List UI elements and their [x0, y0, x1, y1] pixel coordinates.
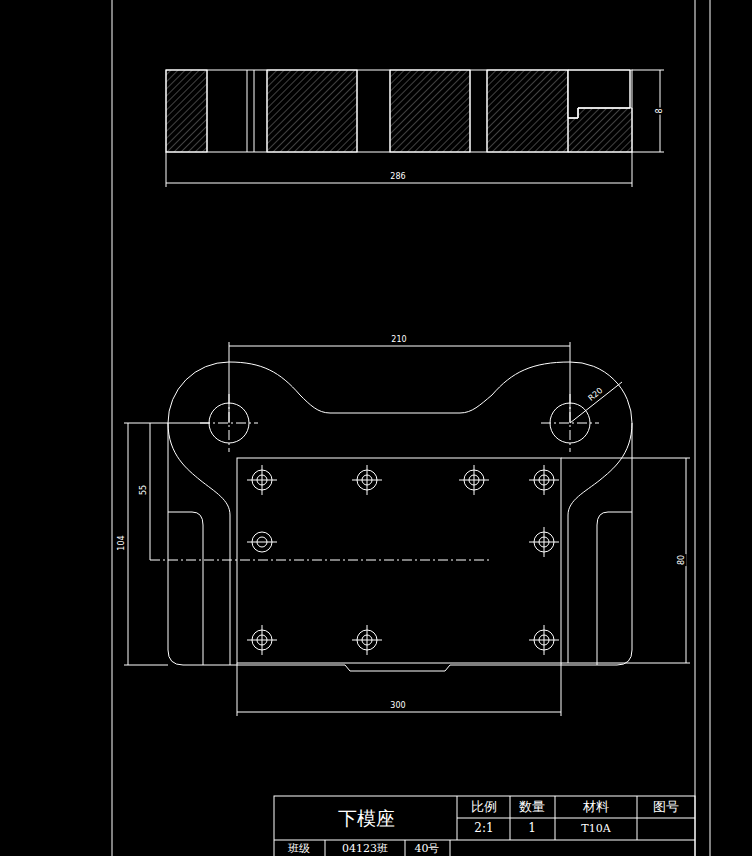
drawing-text: 数量 [518, 800, 546, 814]
drawing-text: R20 [586, 386, 605, 404]
drawing-text: 40号 [414, 843, 441, 855]
drawing-text: 材料 [582, 800, 610, 814]
drawing-text: 80 [678, 554, 687, 566]
drawing-text: 图号 [652, 800, 680, 814]
drawing-text: 下模座 [337, 808, 396, 829]
drawing-text: T10A [580, 823, 611, 835]
drawing-text: 8 [656, 107, 665, 114]
drawing-text: 286 [389, 173, 406, 182]
drawing-text: 04123班 [341, 843, 389, 855]
drawing-text: 55 [140, 484, 149, 496]
drawing-text: 班级 [287, 843, 311, 855]
drawing-text: 210 [390, 336, 407, 345]
drawing-text: 1 [527, 822, 537, 835]
drawing-text: 300 [389, 702, 406, 711]
drawing-text: 比例 [470, 800, 498, 814]
drawing-text: 104 [118, 534, 127, 551]
drawing-text: 2:1 [473, 822, 494, 835]
